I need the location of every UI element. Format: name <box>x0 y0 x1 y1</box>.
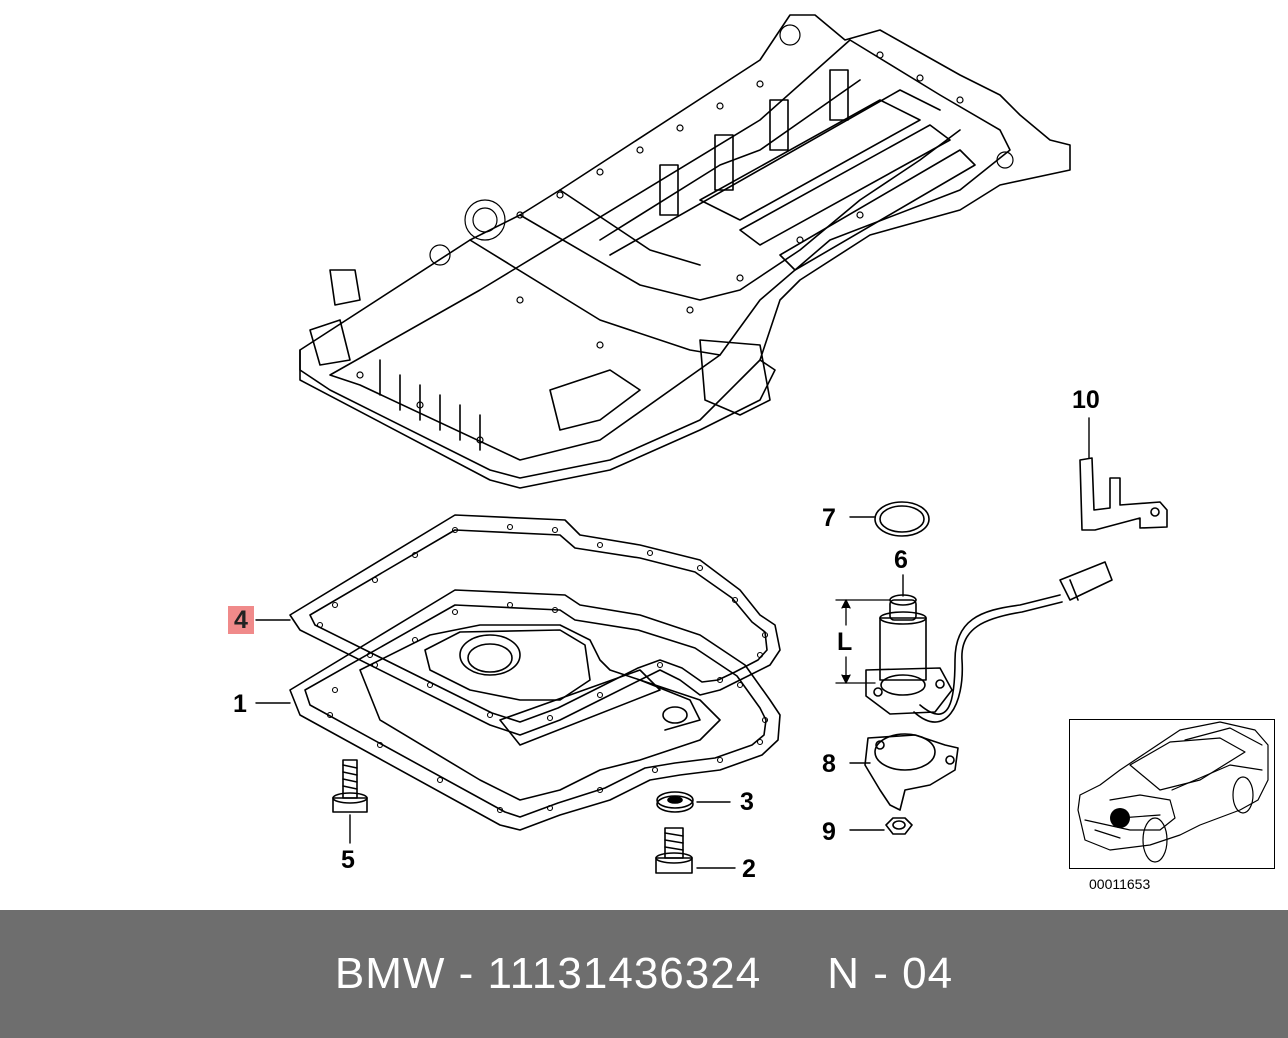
diagram-reference-code: 00011653 <box>1089 876 1151 892</box>
dimension-l-label: L <box>837 628 853 656</box>
callout-1[interactable]: 1 <box>233 690 247 718</box>
cable-clip <box>1079 457 1168 531</box>
part-number-text: BMW - 11131436324 N - 04 <box>334 949 954 998</box>
hex-nut <box>885 817 913 835</box>
pan-bolt <box>332 759 368 813</box>
dimension-l-indicator <box>835 599 891 684</box>
callout-4[interactable]: 4 <box>228 606 254 634</box>
upper-oil-pan-section <box>299 14 1071 489</box>
callout-10[interactable]: 10 <box>1072 386 1100 414</box>
leader-lines <box>255 417 1090 869</box>
callout-3[interactable]: 3 <box>740 788 754 816</box>
drain-plug <box>655 827 693 874</box>
callout-5[interactable]: 5 <box>341 846 355 874</box>
callout-2[interactable]: 2 <box>742 855 756 883</box>
o-ring <box>874 501 930 537</box>
callout-9[interactable]: 9 <box>822 818 836 846</box>
sealing-washer <box>656 791 694 813</box>
lower-oil-pan <box>289 589 781 831</box>
callout-6[interactable]: 6 <box>894 546 908 574</box>
car-locator-frame <box>1069 719 1275 869</box>
sensor-bracket <box>864 733 959 811</box>
parts-diagram <box>255 14 1269 874</box>
callout-7[interactable]: 7 <box>822 504 836 532</box>
car-locator-inset <box>1077 721 1269 863</box>
callout-8[interactable]: 8 <box>822 750 836 778</box>
part-number-banner: BMW - 11131436324 N - 04 <box>0 910 1288 1038</box>
